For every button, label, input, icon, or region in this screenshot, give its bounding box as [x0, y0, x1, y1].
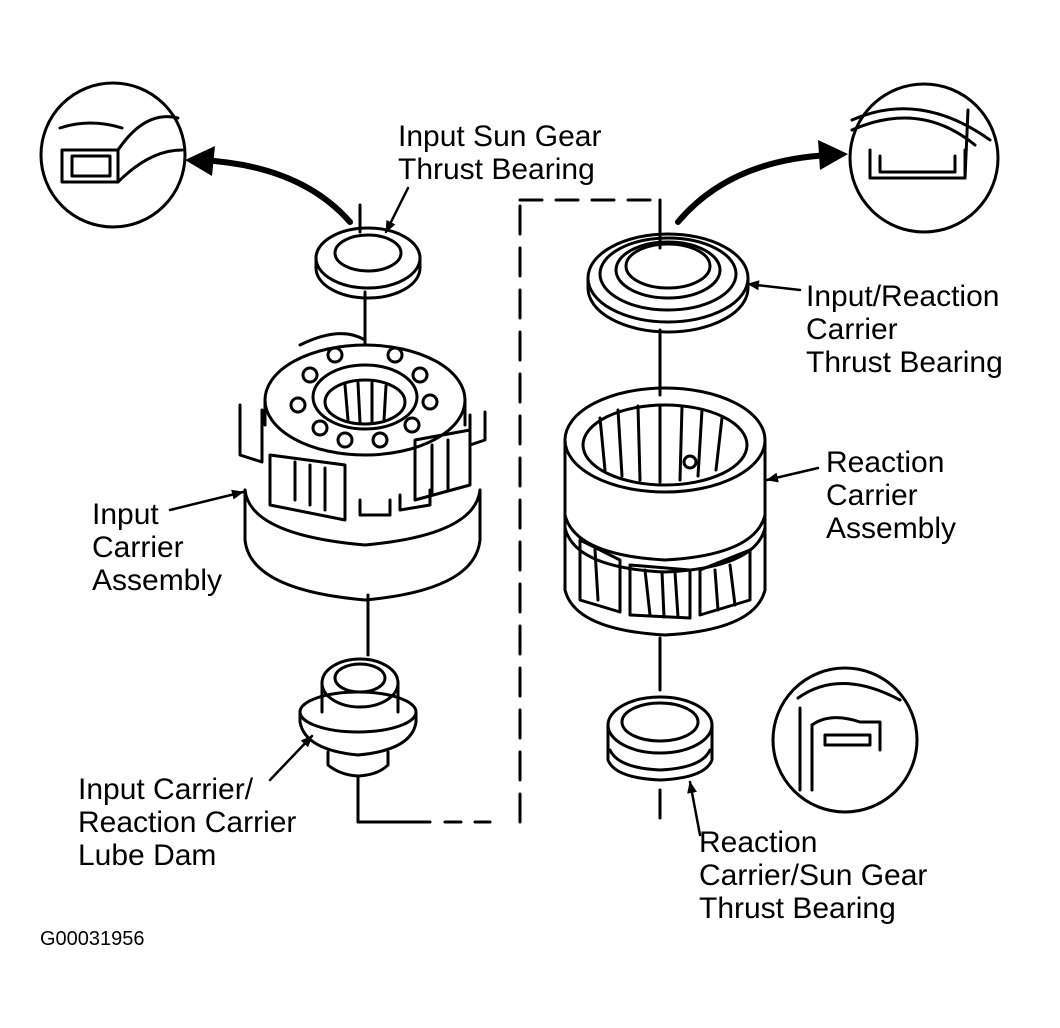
label-reaction-carrier-sun-gear-thrust-bearing: Reaction Carrier/Sun Gear Thrust Bearing — [699, 826, 928, 925]
input-reaction-carrier-thrust-bearing — [586, 232, 750, 334]
label-input-carrier-assembly: Input Carrier Assembly — [92, 498, 223, 597]
label-input-reaction-carrier-thrust-bearing: Input/Reaction Carrier Thrust Bearing — [806, 280, 1003, 379]
left-bearing-detail-circle — [39, 81, 187, 229]
right-detail-arrow — [675, 152, 833, 225]
input-sun-gear-thrust-bearing — [314, 226, 422, 300]
reaction-carrier-sun-gear-thrust-bearing — [606, 695, 714, 782]
reaction-carrier-assembly — [563, 386, 767, 637]
figure-id: G00031956 — [40, 928, 145, 950]
input-carrier-assembly — [238, 332, 487, 602]
label-lube-dam: Input Carrier/ Reaction Carrier Lube Dam — [78, 773, 297, 872]
label-leaders — [168, 186, 820, 837]
label-input-sun-gear-thrust-bearing: Input Sun Gear Thrust Bearing — [398, 120, 602, 186]
connection-line — [356, 198, 662, 824]
right-upper-bearing-detail-circle — [848, 82, 1000, 234]
lube-dam — [298, 657, 418, 778]
left-detail-arrow — [197, 155, 353, 225]
right-lower-bearing-detail-circle — [771, 666, 919, 814]
label-reaction-carrier-assembly: Reaction Carrier Assembly — [826, 446, 957, 545]
